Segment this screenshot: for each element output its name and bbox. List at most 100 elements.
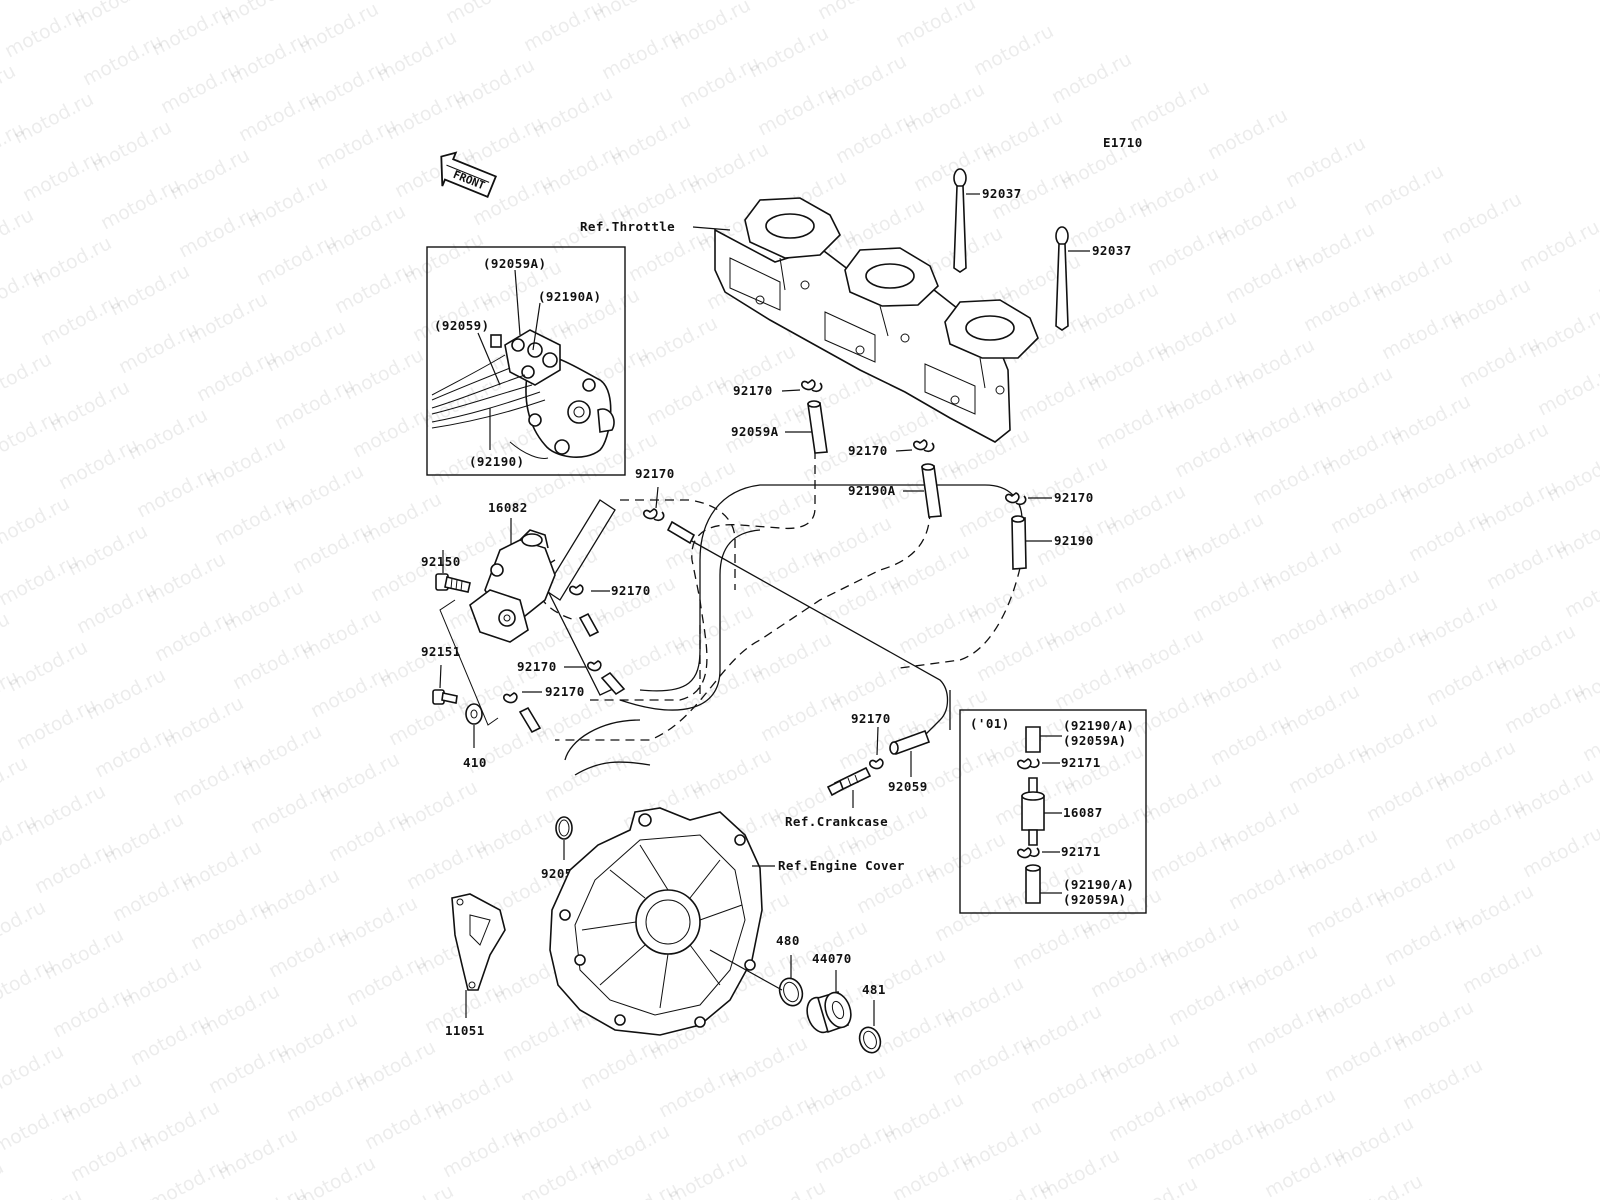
inset-clip-bottom-label: 92171 xyxy=(1061,844,1101,859)
watermark-text: motod.ru xyxy=(967,1174,1054,1200)
watermark-text: motod.ru xyxy=(754,80,841,140)
watermark-text: motod.ru xyxy=(55,434,142,494)
watermark-text: motod.ru xyxy=(871,1002,958,1062)
watermark-text: motod.ru xyxy=(253,230,340,290)
watermark-text: motod.ru xyxy=(1171,422,1258,482)
part-410-label: 410 xyxy=(463,755,487,770)
watermark-text: motod.ru xyxy=(0,0,10,34)
watermark-text: motod.ru xyxy=(676,52,763,112)
watermark-text: motod.ru xyxy=(970,20,1057,80)
watermark-text: motod.ru xyxy=(643,370,730,430)
watermark-text: motod.ru xyxy=(0,492,73,552)
watermark-text: motod.ru xyxy=(1144,220,1231,280)
part-92037-label-a: 92037 xyxy=(982,186,1022,201)
clip-92170-8 xyxy=(869,758,884,770)
watermark-text: motod.ru xyxy=(157,58,244,118)
watermark-text: motod.ru xyxy=(832,108,919,168)
watermark-text: motod.ru xyxy=(1345,622,1432,682)
watermark-text: motod.ru xyxy=(0,550,82,610)
watermark-text: motod.ru xyxy=(973,626,1060,686)
part-92059-label: 92059 xyxy=(888,779,928,794)
watermark-text: motod.ru xyxy=(577,1034,664,1094)
watermark-text: motod.ru xyxy=(247,778,334,838)
inset-top-label-a: (92190/A) xyxy=(1063,718,1134,733)
watermark-text: motod.ru xyxy=(0,204,37,264)
ref-throttle-label: Ref.Throttle xyxy=(580,219,675,234)
watermark-text: motod.ru xyxy=(1519,822,1600,882)
circlip-480 xyxy=(778,977,804,1007)
watermark-text: motod.ru xyxy=(1126,76,1213,136)
watermark-text: motod.ru xyxy=(1189,566,1276,626)
inset-year-label: ('01) xyxy=(970,716,1010,731)
watermark-text: motod.ru xyxy=(79,30,166,90)
detail-box xyxy=(426,246,626,476)
part-92151-label: 92151 xyxy=(421,644,461,659)
part-16082-label: 16082 xyxy=(488,500,528,515)
watermark-text: motod.ru xyxy=(742,1176,829,1200)
watermark-text: motod.ru xyxy=(1048,48,1135,108)
watermark-text: motod.ru xyxy=(1501,678,1588,738)
clip-92170-6 xyxy=(587,660,626,696)
bolt-92150 xyxy=(435,573,471,593)
detail-92190-label: (92190) xyxy=(469,454,524,469)
watermark-text: motod.ru xyxy=(223,1182,310,1200)
inset-bottom-label-b: (92059A) xyxy=(1063,892,1126,907)
watermark-text: motod.ru xyxy=(109,866,196,926)
clip-92170-5 xyxy=(569,584,600,638)
part-92170-label-3: 92170 xyxy=(1054,490,1094,505)
watermark-text: motod.ru xyxy=(307,662,394,722)
watermark-text: motod.ru xyxy=(0,60,19,120)
watermark-text: motod.ru xyxy=(0,896,49,956)
hose-92059A xyxy=(807,400,828,454)
watermark-text: motod.ru xyxy=(325,806,412,866)
watermark-text: motod.ru xyxy=(733,1090,820,1150)
watermark-text: motod.ru xyxy=(949,1030,1036,1090)
part-92190A-label: 92190A xyxy=(848,483,896,498)
watermark-text: motod.ru xyxy=(1165,970,1252,1030)
watermark-text: motod.ru xyxy=(595,1178,682,1200)
clip-92170-3 xyxy=(1005,492,1027,506)
inset-hose-bottom xyxy=(1025,864,1041,904)
watermark-text: motod.ru xyxy=(271,374,358,434)
watermark-text: motod.ru xyxy=(0,810,40,870)
part-92190-label: 92190 xyxy=(1054,533,1094,548)
watermark-text: motod.ru xyxy=(1111,538,1198,598)
clip-92170-4 xyxy=(643,508,696,545)
watermark-text: motod.ru xyxy=(1405,506,1492,566)
watermark-text: motod.ru xyxy=(265,922,352,982)
watermark-text: motod.ru xyxy=(1114,1172,1201,1200)
watermark-text: motod.ru xyxy=(1129,682,1216,742)
ref-engine-cover-label: Ref.Engine Cover xyxy=(778,858,905,873)
watermark-text: motod.ru xyxy=(1459,938,1546,998)
watermark-text: motod.ru xyxy=(211,490,298,550)
watermark-text: motod.ru xyxy=(1321,1026,1408,1086)
watermark-text: motod.ru xyxy=(1207,710,1294,770)
watermark-text: motod.ru xyxy=(1267,594,1354,654)
watermark-text: motod.ru xyxy=(127,1010,214,1070)
watermark-text: motod.ru xyxy=(1249,450,1336,510)
watermark-text: motod.ru xyxy=(931,886,1018,946)
watermark-text: motod.ru xyxy=(1051,654,1138,714)
watermark-text: motod.ru xyxy=(499,1006,586,1066)
watermark-text: motod.ru xyxy=(1438,188,1525,248)
part-481-label: 481 xyxy=(862,982,886,997)
oil-pump-16082 xyxy=(469,529,556,643)
watermark-text: motod.ru xyxy=(1456,332,1543,392)
watermark-text: motod.ru xyxy=(0,0,79,4)
bracket-11051 xyxy=(451,893,506,991)
watermark-text: motod.ru xyxy=(1009,914,1096,974)
engine-cover xyxy=(549,807,763,1036)
watermark-text: motod.ru xyxy=(349,402,436,462)
inset-bottom-label-a: (92190/A) xyxy=(1063,877,1134,892)
part-92037-label-b: 92037 xyxy=(1092,243,1132,258)
watermark-text: motod.ru xyxy=(370,1180,457,1200)
watermark-text: motod.ru xyxy=(655,1062,742,1122)
watermark-text: motod.ru xyxy=(289,518,376,578)
part-480-label: 480 xyxy=(776,933,800,948)
part-92170-label-7: 92170 xyxy=(545,684,585,699)
watermark-text: motod.ru xyxy=(283,1066,370,1126)
watermark-text: motod.ru xyxy=(0,1184,85,1200)
watermark-text: motod.ru xyxy=(1015,366,1102,426)
watermark-text: motod.ru xyxy=(0,406,64,466)
watermark-text: motod.ru xyxy=(1,2,88,62)
